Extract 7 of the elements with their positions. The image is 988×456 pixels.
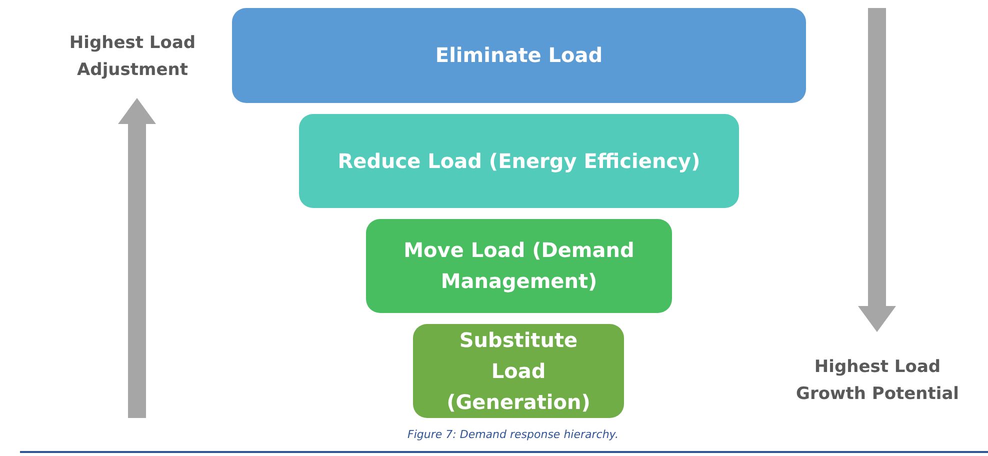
figure-caption: Figure 7: Demand response hierarchy. — [406, 428, 620, 441]
hierarchy-level-box: Substitute Load (Generation) — [413, 324, 624, 418]
hierarchy-level-box: Reduce Load (Energy Efficiency) — [299, 114, 739, 208]
hierarchy-level-box: Eliminate Load — [232, 8, 806, 103]
axis-label: Highest Load Growth Potential — [794, 356, 960, 406]
axis-label: Highest Load Adjustment — [68, 32, 197, 82]
hierarchy-level-box: Move Load (Demand Management) — [366, 219, 672, 313]
